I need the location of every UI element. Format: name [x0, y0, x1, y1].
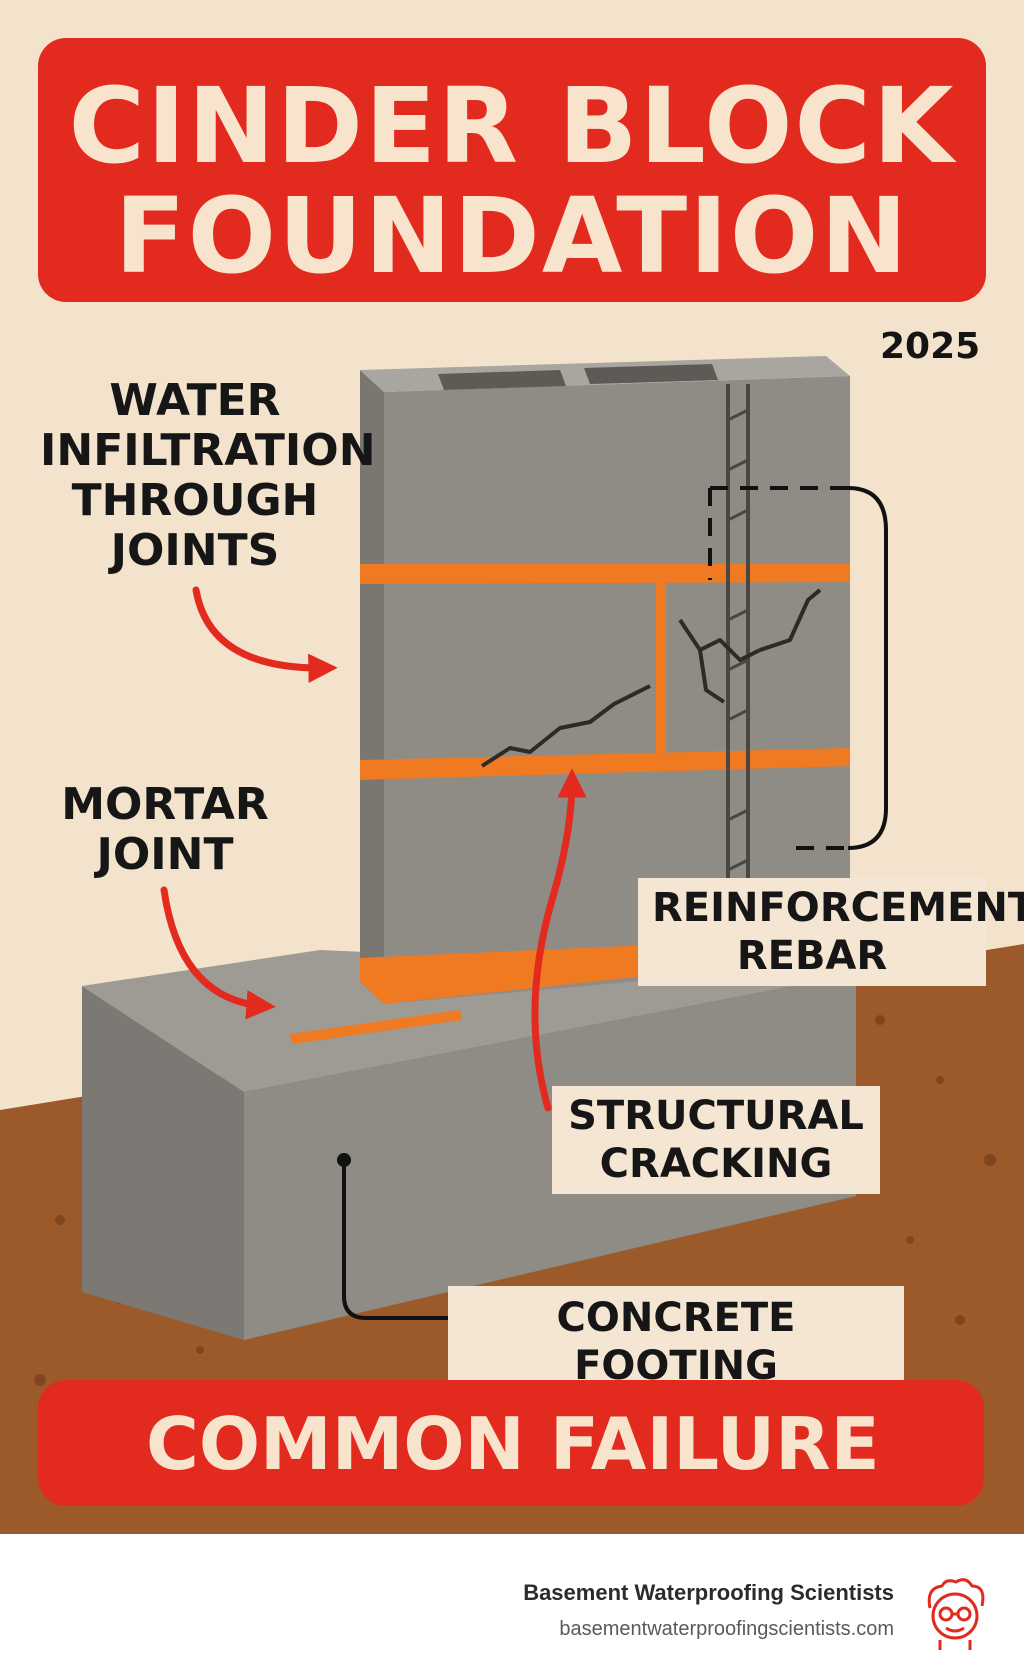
footer: Basement Waterproofing Scientists baseme…: [0, 1534, 1024, 1666]
water-label-line: JOINTS: [110, 525, 280, 576]
block-column: [360, 356, 850, 1004]
title-line-2: FOUNDATION: [114, 175, 910, 297]
red-arrows: [160, 586, 587, 1112]
water-infiltration-label: WATER INFILTRATION THROUGH JOINTS: [40, 375, 376, 576]
rebar-bracket: [708, 486, 888, 850]
water-label-line: INFILTRATION: [40, 425, 376, 476]
brand-name: Basement Waterproofing Scientists: [523, 1580, 894, 1605]
scientist-mascot-icon: [927, 1578, 985, 1650]
rebar-label-line: REINFORCEMENT: [652, 885, 1024, 931]
mortar-label-line: MORTAR: [61, 779, 269, 830]
rebar-label-line: REBAR: [736, 933, 888, 979]
brand-url: basementwaterproofingscientists.com: [559, 1618, 894, 1640]
structural-cracks: [480, 588, 822, 768]
mortar-arrow: [160, 886, 276, 1020]
common-failure-text: COMMON FAILURE: [146, 1402, 880, 1486]
concrete-footing-label: CONCRETE FOOTING: [448, 1286, 904, 1398]
common-failure-banner: COMMON FAILURE: [38, 1380, 984, 1506]
cracking-label-line: STRUCTURAL: [568, 1093, 864, 1139]
water-label-line: WATER: [109, 375, 281, 426]
crack-arrow: [531, 768, 587, 1112]
block-core-right: [584, 364, 718, 384]
footing-mortar-line: [290, 1010, 462, 1044]
water-label-line: THROUGH: [71, 475, 319, 526]
water-arrow: [192, 586, 338, 683]
mortar-label-line: JOINT: [96, 829, 234, 880]
year-label: 2025: [880, 326, 981, 367]
footing-leader: [342, 1164, 448, 1320]
reinforcement-rebar-label: REINFORCEMENT REBAR: [638, 878, 1024, 986]
mortar-joint-label: MORTAR JOINT: [50, 780, 280, 880]
footing-leader-dot: [337, 1153, 351, 1167]
title-line-1: CINDER BLOCK: [68, 65, 956, 187]
cracking-label-line: CRACKING: [599, 1141, 833, 1187]
block-core-left: [438, 370, 566, 390]
title-banner: CINDER BLOCK FOUNDATION: [38, 38, 986, 302]
structural-cracking-label: STRUCTURAL CRACKING: [552, 1086, 880, 1194]
rebar: [726, 384, 750, 950]
